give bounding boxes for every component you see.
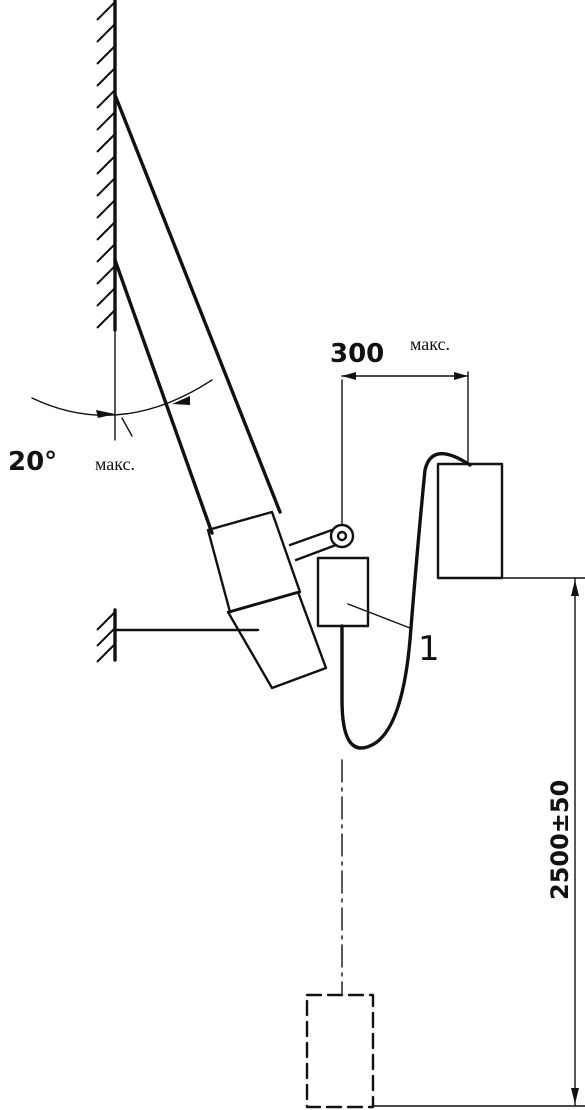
upper-wall-hatching (96, 1, 116, 329)
inclined-tube (113, 93, 328, 690)
lower-position-box (305, 993, 375, 1109)
cable-loop (340, 451, 472, 750)
lower-wall-hatching (96, 611, 116, 663)
angle-arrowhead-right (172, 396, 190, 405)
height-value: 2500±50 (546, 780, 574, 900)
angle-arrowhead-left (96, 410, 115, 418)
distance-dimension (341, 371, 469, 465)
device-1 (316, 556, 370, 628)
angle-indicator (31, 379, 213, 437)
pivot-assembly (288, 379, 355, 562)
callout-label: 1 (418, 629, 440, 669)
reference-box (436, 462, 504, 580)
tube-sleeve-lower (226, 590, 328, 690)
pulley-hub (336, 530, 348, 542)
device-1-leader (347, 603, 411, 629)
distance-note: макс. (410, 334, 450, 354)
distance-value: 300 (330, 339, 384, 369)
height-dimension (372, 577, 585, 1107)
lower-wall (96, 608, 260, 663)
angle-value: 20° (8, 447, 57, 477)
tube-sleeve-upper (206, 510, 302, 614)
upper-wall (96, 0, 117, 332)
pulley (329, 523, 355, 549)
angle-note: макс. (95, 454, 135, 474)
